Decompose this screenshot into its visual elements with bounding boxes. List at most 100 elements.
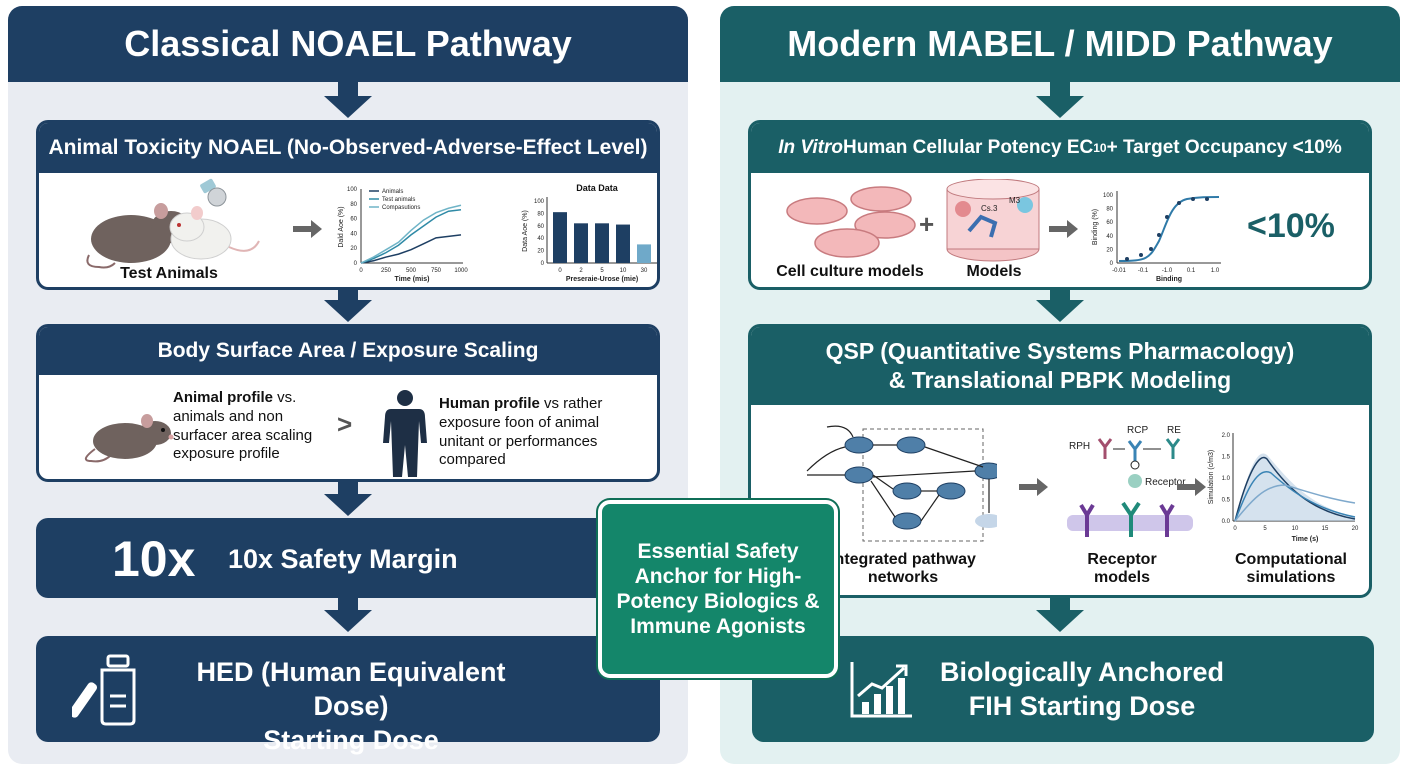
line-chart-x-tick: 1000 [454,268,468,274]
down-arrow [324,300,372,322]
sim-x-tick: 15 [1322,526,1329,532]
hed-box: HED (Human Equivalent Dose) Starting Dos… [36,636,660,755]
line-chart-y-tick: 100 [347,187,358,193]
sim-x-tick: 5 [1263,526,1267,532]
hed-text: HED (Human Equivalent Dose) Starting Dos… [196,657,506,755]
line-chart-x-tick: 500 [406,268,417,274]
binding-y-tick: 100 [1103,193,1114,199]
noael-title: Animal Toxicity NOAEL (No-Observed-Adver… [39,123,657,173]
bar [574,223,588,263]
legend-entry: Test animals [382,197,415,203]
binding-x-tick: -0.01 [1112,268,1126,274]
binding-y-tick: 0 [1110,261,1114,267]
arrow-stem [1050,82,1070,96]
safety-margin-label: 10x Safety Margin [228,544,458,574]
test-animals-label: Test Animals [120,265,218,282]
bar-y-tick: 40 [537,236,544,242]
bar-chart-ylabel: Data Aoe (%) [522,210,529,252]
safety-factor-value: 10x [112,531,196,587]
sim-ylabel: Simulation (c/m3) [1208,450,1215,504]
safety-margin-box: 10x 10x Safety Margin [36,518,660,598]
binding-xlabel: Binding [1156,276,1182,283]
cell-culture-label: Cell culture models [776,263,924,280]
down-arrow [324,494,372,516]
binding-x-tick: -0.1 [1138,268,1149,274]
receptor-rph: RPH [1069,441,1090,452]
bar-y-tick: 0 [541,261,545,267]
fih-dose-text: Biologically Anchored FIH Starting Dose [939,657,1225,721]
receptor-rcp: RCP [1127,425,1148,436]
vial-icon [72,654,136,726]
bar-x-tick: 5 [600,268,604,274]
molecule-a: Cs.3 [981,204,998,213]
down-arrow [324,96,372,118]
bar [616,224,630,263]
arrow-stem [338,290,358,300]
bar [637,244,651,263]
down-arrow [324,610,372,632]
binding-ylabel: Binding (%) [1092,209,1099,245]
line-chart-ylabel: Dald Aoe (%) [338,206,345,247]
bar-x-tick: 2 [579,268,583,274]
pathway-network-diagram [806,425,997,542]
bar-y-tick: 20 [537,249,544,255]
receptor-name: Receptor [1145,477,1186,488]
line-chart-y-tick: 60 [350,217,357,223]
sim-y-tick: 0.0 [1222,519,1231,525]
sim-x-tick: 0 [1233,526,1237,532]
binding-y-tick: 20 [1106,247,1113,253]
line-chart-x-tick: 250 [381,268,392,274]
arrow-stem [1050,598,1070,610]
sim-y-tick: 1.0 [1222,476,1231,482]
bar-x-tick: 10 [620,268,627,274]
scaling-box: Body Surface Area / Exposure Scaling Ani… [36,324,660,482]
binding-y-tick: 40 [1106,234,1113,240]
line-chart-x-tick: 750 [431,268,442,274]
arrow-stem [338,598,358,610]
arrow-stem [338,82,358,96]
animal-profile-text: Animal profile vs. animals and non surfa… [173,389,313,463]
cell-model-icon: Cs.3 M3 [946,179,1040,262]
line-chart-y-tick: 80 [350,202,357,208]
bar [553,212,567,263]
qsp-box: QSP (Quantitative Systems Pharmacology) … [748,324,1372,598]
line-chart-y-tick: 0 [354,261,358,267]
line-chart-y-tick: 40 [350,231,357,237]
line-chart-y-tick: 20 [350,246,357,252]
arrow-stem [338,482,358,494]
down-arrow [1036,300,1084,322]
sim-y-tick: 0.5 [1222,498,1231,504]
bar-chart-title: Data Data [576,183,619,193]
bar [595,223,609,263]
molecule-b: M3 [1009,196,1021,205]
sim-y-tick: 2.0 [1222,433,1231,439]
binding-x-tick: -1.0 [1162,268,1173,274]
human-profile-text: Human profile vs rather exposure foon of… [439,395,603,469]
line-chart-x-tick: 0 [359,268,363,274]
right-panel-title: Modern MABEL / MIDD Pathway [720,6,1400,82]
scaling-title: Body Surface Area / Exposure Scaling [39,327,657,375]
noael-box: Animal Toxicity NOAEL (No-Observed-Adver… [36,120,660,290]
line-chart-xlabel: Time (mis) [395,276,430,283]
legend-entry: Compasutions [382,205,420,211]
safety-anchor-callout: Essential Safety Anchor for High-Potency… [598,500,838,678]
receptor-re: RE [1167,425,1181,436]
bar-y-tick: 60 [537,224,544,230]
receptor-model-diagram: RPH RCP RE Receptor [1067,425,1193,537]
human-icon [383,390,427,477]
plus-symbol: + [919,209,935,239]
right-arrow-icon [1019,478,1048,496]
compare-symbol: > [337,409,353,439]
qsp-title: QSP (Quantitative Systems Pharmacology) … [751,327,1369,405]
fih-dose-box: Biologically Anchored FIH Starting Dose [752,636,1374,742]
petri-dishes-icon [786,186,916,258]
models-label: Models [966,263,1022,280]
bar-chart-xlabel: Preseraie-Urose (mie) [566,276,638,283]
